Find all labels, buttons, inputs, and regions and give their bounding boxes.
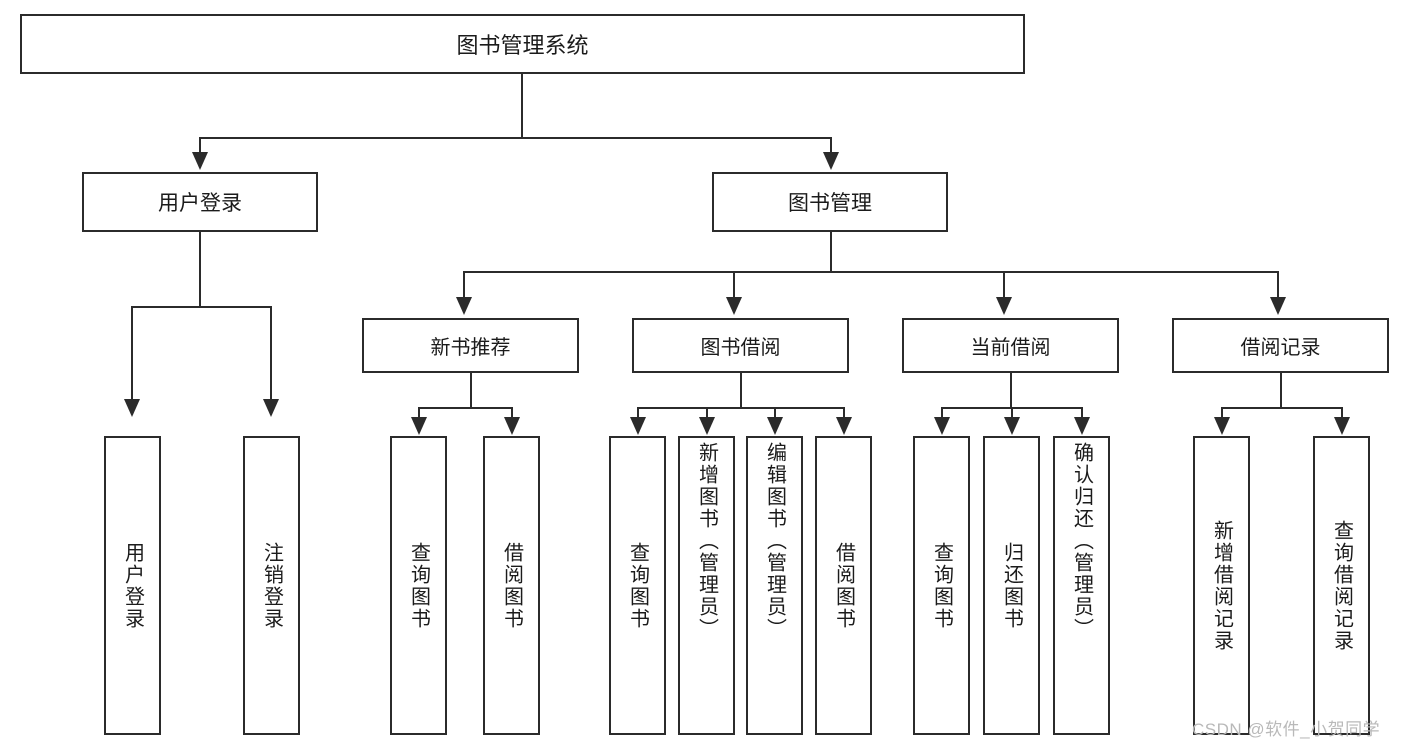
edge-user-login-trunk bbox=[199, 232, 201, 307]
arrow-bb-to-leaf3 bbox=[767, 417, 783, 435]
node-leaf-user-logout[interactable]: 注销登录 bbox=[243, 436, 300, 735]
edge-root-trunk bbox=[521, 74, 523, 138]
node-leaf-borrow-borrow-book[interactable]: 借阅图书 bbox=[815, 436, 872, 735]
edge-root-bar bbox=[199, 137, 832, 139]
arrow-user-login-to-leaf2 bbox=[263, 399, 279, 417]
node-leaf-borrow-add-book-label: 新增图书（管理员） bbox=[695, 442, 718, 640]
edge-user-login-bar bbox=[131, 306, 271, 308]
arrow-cb-to-leaf2 bbox=[1004, 417, 1020, 435]
node-leaf-cur-confirm-return[interactable]: 确认归还（管理员） bbox=[1053, 436, 1110, 735]
arrow-bb-to-leaf1 bbox=[630, 417, 646, 435]
node-leaf-user-login-label: 用户登录 bbox=[121, 541, 144, 630]
edge-bb-to-leaf1 bbox=[637, 407, 639, 419]
edge-bb-bar bbox=[637, 407, 844, 409]
edge-bm-to-new-book-rec bbox=[463, 271, 465, 299]
node-leaf-rec-query-record[interactable]: 查询借阅记录 bbox=[1313, 436, 1370, 735]
edge-br-to-leaf2 bbox=[1341, 407, 1343, 419]
node-current-borrow[interactable]: 当前借阅 bbox=[902, 318, 1119, 373]
edge-user-login-to-leaf2 bbox=[270, 306, 272, 401]
edge-user-login-to-leaf1 bbox=[131, 306, 133, 401]
edge-cb-trunk bbox=[1010, 373, 1012, 408]
node-leaf-borrow-borrow-book-label: 借阅图书 bbox=[832, 541, 855, 630]
arrow-br-to-leaf1 bbox=[1214, 417, 1230, 435]
arrow-root-to-user-login bbox=[192, 152, 208, 170]
edge-bm-to-book-borrow bbox=[733, 271, 735, 299]
node-leaf-borrow-add-book[interactable]: 新增图书（管理员） bbox=[678, 436, 735, 735]
arrow-bm-to-book-borrow bbox=[726, 297, 742, 315]
node-leaf-cur-query-book-label: 查询图书 bbox=[930, 541, 953, 630]
node-book-borrow-label: 图书借阅 bbox=[700, 337, 781, 359]
csdn-watermark: CSDN @软件_小贺同学 bbox=[1192, 720, 1381, 739]
node-leaf-user-login[interactable]: 用户登录 bbox=[104, 436, 161, 735]
node-new-book-rec[interactable]: 新书推荐 bbox=[362, 318, 579, 373]
arrow-bb-to-leaf2 bbox=[699, 417, 715, 435]
node-leaf-rec-borrow-book[interactable]: 借阅图书 bbox=[483, 436, 540, 735]
edge-bm-to-current-borrow bbox=[1003, 271, 1005, 299]
arrow-root-to-book-manage bbox=[823, 152, 839, 170]
edge-nbr-to-leaf1 bbox=[418, 407, 420, 419]
node-leaf-cur-return-book[interactable]: 归还图书 bbox=[983, 436, 1040, 735]
node-leaf-cur-return-book-label: 归还图书 bbox=[1000, 541, 1023, 630]
node-book-borrow[interactable]: 图书借阅 bbox=[632, 318, 849, 373]
edge-cb-to-leaf1 bbox=[941, 407, 943, 419]
node-root-label: 图书管理系统 bbox=[456, 33, 589, 58]
node-user-login-label: 用户登录 bbox=[158, 192, 242, 215]
arrow-bm-to-current-borrow bbox=[996, 297, 1012, 315]
arrow-nbr-to-leaf1 bbox=[411, 417, 427, 435]
arrow-bm-to-new-book-rec bbox=[456, 297, 472, 315]
edge-bm-to-borrow-record bbox=[1277, 271, 1279, 299]
arrow-bb-to-leaf4 bbox=[836, 417, 852, 435]
edge-root-to-book-manage bbox=[830, 137, 832, 155]
edge-br-trunk bbox=[1280, 373, 1282, 408]
edge-bb-to-leaf4 bbox=[843, 407, 845, 419]
node-user-login[interactable]: 用户登录 bbox=[82, 172, 318, 232]
node-leaf-rec-add-record-label: 新增借阅记录 bbox=[1210, 519, 1233, 652]
node-book-manage-label: 图书管理 bbox=[788, 192, 872, 215]
node-new-book-rec-label: 新书推荐 bbox=[430, 337, 511, 359]
arrow-cb-to-leaf1 bbox=[934, 417, 950, 435]
node-leaf-rec-borrow-book-label: 借阅图书 bbox=[500, 541, 523, 630]
node-borrow-record-label: 借阅记录 bbox=[1240, 337, 1321, 359]
node-leaf-borrow-query-book-label: 查询图书 bbox=[626, 541, 649, 630]
node-leaf-rec-add-record[interactable]: 新增借阅记录 bbox=[1193, 436, 1250, 735]
edge-br-bar bbox=[1221, 407, 1342, 409]
node-leaf-rec-query-record-label: 查询借阅记录 bbox=[1330, 519, 1353, 652]
node-book-manage[interactable]: 图书管理 bbox=[712, 172, 948, 232]
node-leaf-borrow-edit-book-label: 编辑图书（管理员） bbox=[763, 442, 786, 640]
arrow-nbr-to-leaf2 bbox=[504, 417, 520, 435]
edge-nbr-bar bbox=[418, 407, 512, 409]
node-leaf-rec-query-book[interactable]: 查询图书 bbox=[390, 436, 447, 735]
node-leaf-user-logout-label: 注销登录 bbox=[260, 541, 283, 630]
node-root-system[interactable]: 图书管理系统 bbox=[20, 14, 1025, 74]
edge-cb-to-leaf2 bbox=[1011, 407, 1013, 419]
edge-root-to-user-login bbox=[199, 137, 201, 155]
arrow-br-to-leaf2 bbox=[1334, 417, 1350, 435]
node-current-borrow-label: 当前借阅 bbox=[970, 337, 1051, 359]
edge-bb-to-leaf3 bbox=[774, 407, 776, 419]
arrow-cb-to-leaf3 bbox=[1074, 417, 1090, 435]
edge-bb-to-leaf2 bbox=[706, 407, 708, 419]
edge-book-manage-bar bbox=[463, 271, 1278, 273]
edge-book-manage-trunk bbox=[830, 232, 832, 272]
edge-br-to-leaf1 bbox=[1221, 407, 1223, 419]
edge-bb-trunk bbox=[740, 373, 742, 408]
edge-nbr-trunk bbox=[470, 373, 472, 408]
node-leaf-cur-query-book[interactable]: 查询图书 bbox=[913, 436, 970, 735]
node-borrow-record[interactable]: 借阅记录 bbox=[1172, 318, 1389, 373]
node-leaf-borrow-edit-book[interactable]: 编辑图书（管理员） bbox=[746, 436, 803, 735]
edge-cb-to-leaf3 bbox=[1081, 407, 1083, 419]
node-leaf-rec-query-book-label: 查询图书 bbox=[407, 541, 430, 630]
node-leaf-borrow-query-book[interactable]: 查询图书 bbox=[609, 436, 666, 735]
node-leaf-cur-confirm-return-label: 确认归还（管理员） bbox=[1070, 442, 1093, 640]
arrow-user-login-to-leaf1 bbox=[124, 399, 140, 417]
arrow-bm-to-borrow-record bbox=[1270, 297, 1286, 315]
edge-nbr-to-leaf2 bbox=[511, 407, 513, 419]
